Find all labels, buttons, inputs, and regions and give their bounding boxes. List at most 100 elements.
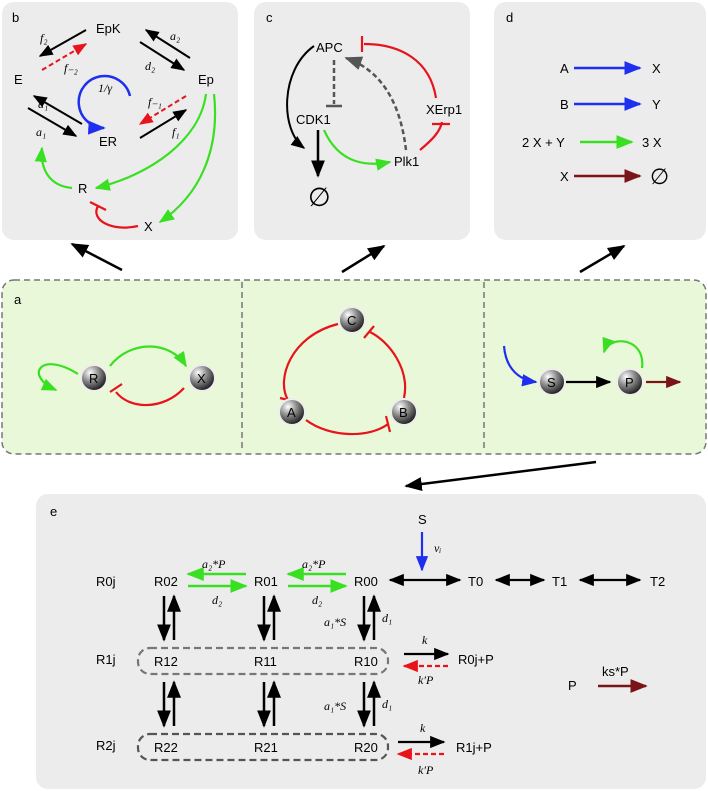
node-circle-a — [278, 398, 306, 426]
panel-b-label: b — [12, 10, 19, 25]
node-plk1: Plk1 — [394, 154, 419, 169]
node-circle-s — [538, 368, 566, 396]
reaction-1-rhs: Y — [652, 97, 661, 112]
label-kp-2: k′P — [418, 763, 434, 777]
node-epk: EpK — [96, 21, 121, 36]
label-gamma: 1/γ — [98, 81, 112, 95]
arrow-epk-to-ep — [139, 41, 186, 71]
arrow-epk-to-e — [38, 29, 87, 57]
connector-a-to-d — [579, 244, 626, 274]
reaction-0-rhs: X — [652, 61, 661, 76]
panel-e: e S vᵢ R0j R1j R2j R02 R01 R00 T0 T1 T2 … — [36, 494, 706, 789]
label-d1-2: d₁ — [382, 697, 392, 711]
arrow-plk1-to-apc — [344, 56, 408, 151]
arrow-r-to-x — [109, 345, 187, 368]
arrow-cdk1-to-plk1 — [322, 129, 392, 171]
arrow-e-to-epk-dashed — [41, 43, 88, 71]
group-r2j — [136, 732, 390, 762]
panel-d-label: d — [506, 10, 513, 25]
species-t1: T1 — [552, 574, 567, 589]
species-r01: R01 — [254, 574, 278, 589]
label-f1: f₁ — [172, 125, 180, 139]
panel-a-label: a — [14, 292, 22, 307]
node-x: X — [144, 219, 153, 234]
self-loop-p — [602, 336, 644, 369]
product-r1jp: R1j+P — [456, 740, 492, 755]
panel-b: b EpK E Ep ER R X f₂ f₋₂ a₂ d₂ d₁ a₁ f₋₁… — [2, 2, 238, 240]
label-vi: vᵢ — [434, 541, 441, 555]
label-ksp: ks*P — [602, 664, 629, 679]
connector-a-to-e — [404, 460, 597, 491]
species-r02: R02 — [154, 574, 178, 589]
node-p-label: P — [625, 375, 634, 390]
node-x-label: X — [197, 371, 206, 386]
row-label-r1j: R1j — [96, 652, 116, 667]
label-f-2: f₋₂ — [64, 61, 78, 75]
arrow-er-to-ep — [139, 109, 188, 139]
node-s-label: S — [547, 375, 556, 390]
panel-e-label: e — [50, 504, 57, 519]
species-r00: R00 — [354, 574, 378, 589]
node-ep: Ep — [198, 72, 214, 87]
arrow-input-to-s — [502, 345, 538, 387]
inhibit-a-to-b-bar — [384, 415, 392, 433]
node-circle-p — [616, 368, 644, 396]
species-r21: R21 — [254, 740, 278, 755]
label-d2-2: d₂ — [312, 593, 322, 607]
label-a2p-1: a₂*P — [202, 557, 226, 571]
reaction-1-lhs: B — [560, 97, 569, 112]
reaction-3-lhs: X — [560, 169, 569, 184]
group-r1j — [136, 646, 390, 676]
inhibit-b-to-c-bar — [363, 325, 375, 339]
node-c-label: C — [347, 313, 356, 328]
node-r-label: R — [89, 371, 98, 386]
species-r12: R12 — [154, 654, 178, 669]
node-cdk1: CDK1 — [296, 112, 331, 127]
arrow-apc-degradation — [286, 45, 315, 149]
inhibit-x-to-r-a — [115, 387, 185, 407]
arrow-ep-to-x-green — [158, 93, 217, 223]
label-a1s-2: a₁*S — [324, 699, 346, 713]
label-d2-1: d₂ — [212, 593, 222, 607]
inhibit-c-to-a — [282, 322, 339, 401]
arrow-r-to-er-green — [34, 146, 73, 190]
node-e: E — [14, 72, 23, 87]
node-circle-x — [188, 364, 216, 392]
species-p: P — [568, 678, 577, 693]
node-circle-r — [80, 364, 108, 392]
label-f2: f₂ — [40, 31, 48, 45]
species-r10: R10 — [354, 654, 378, 669]
arrow-ep-to-epk — [144, 29, 191, 59]
node-r: R — [78, 181, 87, 196]
panel-d-background — [494, 2, 706, 240]
species-r11: R11 — [254, 654, 277, 669]
node-er: ER — [99, 134, 117, 149]
label-d1: d₁ — [38, 97, 48, 111]
arrow-gamma-cycle — [77, 74, 132, 135]
reaction-0-lhs: A — [560, 61, 569, 76]
label-d2: d₂ — [145, 59, 155, 73]
species-t0: T0 — [468, 574, 483, 589]
connector-a-to-b — [70, 242, 123, 272]
label-a1: a₁ — [36, 125, 46, 139]
label-k-2: k — [420, 721, 426, 735]
species-r22: R22 — [154, 740, 178, 755]
node-b-label: B — [399, 405, 408, 420]
inhibit-x-to-r-a-bar — [109, 383, 123, 393]
species-s: S — [418, 512, 427, 527]
reaction-3-rhs: ∅ — [650, 164, 669, 189]
row-label-r0j: R0j — [96, 574, 116, 589]
node-circle-b — [390, 398, 418, 426]
arrow-ep-to-r-green — [94, 93, 208, 191]
node-circle-c — [338, 306, 366, 334]
label-k-1: k — [422, 633, 428, 647]
row-label-r2j: R2j — [96, 738, 116, 753]
panel-c: c APC CDK1 XErp1 Plk1 ∅ — [254, 2, 470, 240]
inhibit-a-to-b — [305, 419, 389, 436]
self-loop-r — [37, 363, 79, 392]
node-a-label: A — [287, 405, 296, 420]
panel-a: a R X C A B S P — [1, 279, 707, 455]
